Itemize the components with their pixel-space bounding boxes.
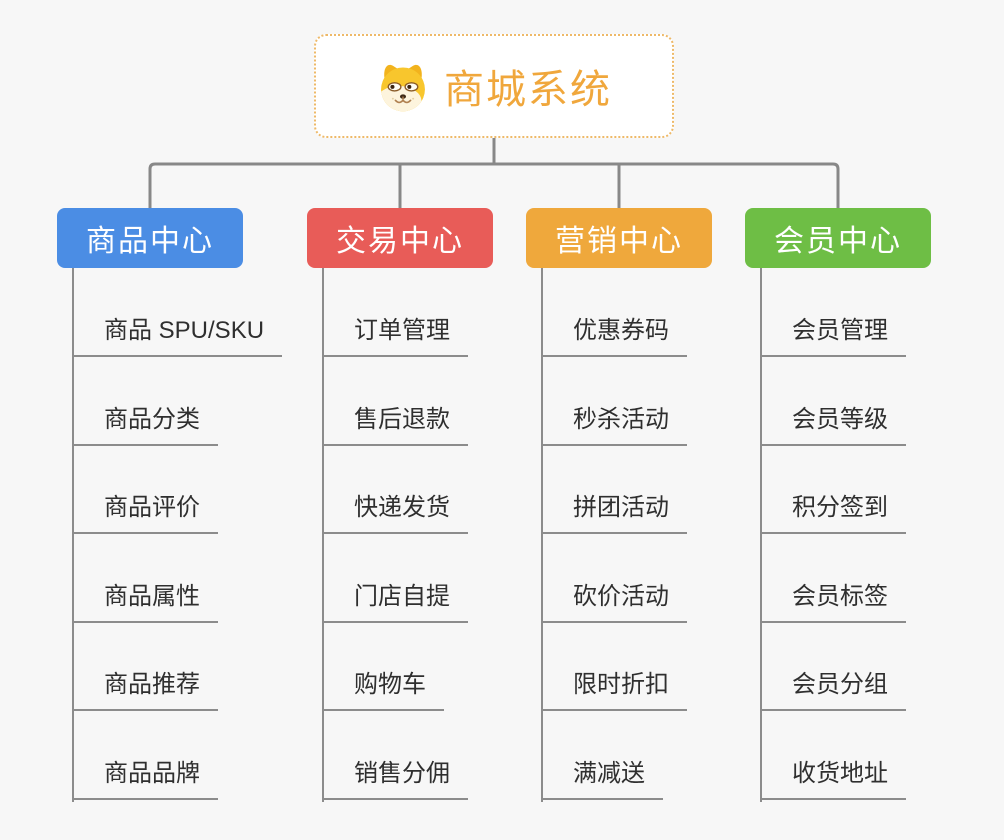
branch-trunk-line bbox=[541, 268, 543, 802]
leaf-node[interactable]: 商品属性 bbox=[73, 579, 218, 623]
branch-label: 营销中心 bbox=[555, 225, 683, 258]
leaf-node[interactable]: 收货地址 bbox=[761, 756, 906, 800]
leaf-node[interactable]: 满减送 bbox=[542, 756, 663, 800]
leaf-node[interactable]: 订单管理 bbox=[323, 313, 468, 357]
leaf-node[interactable]: 会员分组 bbox=[761, 667, 906, 712]
leaf-node[interactable]: 限时折扣 bbox=[542, 667, 687, 712]
leaf-node[interactable]: 售后退款 bbox=[323, 402, 468, 446]
branch-label: 会员中心 bbox=[774, 225, 902, 258]
leaf-node[interactable]: 商品推荐 bbox=[73, 667, 218, 712]
leaf-node[interactable]: 会员等级 bbox=[761, 402, 906, 446]
leaf-node[interactable]: 秒杀活动 bbox=[542, 402, 687, 446]
leaf-node[interactable]: 商品品牌 bbox=[73, 756, 218, 800]
leaf-node[interactable]: 优惠券码 bbox=[542, 313, 687, 357]
branch-node-3[interactable]: 会员中心 bbox=[745, 208, 931, 268]
leaf-node[interactable]: 快递发货 bbox=[323, 490, 468, 535]
leaf-node[interactable]: 会员标签 bbox=[761, 579, 906, 623]
leaf-node[interactable]: 商品评价 bbox=[73, 490, 218, 535]
leaf-node[interactable]: 会员管理 bbox=[761, 313, 906, 357]
leaf-node[interactable]: 销售分佣 bbox=[323, 756, 468, 800]
dog-icon bbox=[376, 59, 430, 113]
leaf-node[interactable]: 门店自提 bbox=[323, 579, 468, 623]
branch-node-2[interactable]: 营销中心 bbox=[526, 208, 712, 268]
branch-node-1[interactable]: 交易中心 bbox=[307, 208, 493, 268]
branch-label: 交易中心 bbox=[336, 225, 464, 258]
leaf-node[interactable]: 商品 SPU/SKU bbox=[73, 313, 283, 357]
root-title: 商城系统 bbox=[444, 68, 612, 112]
branch-trunk-line bbox=[72, 268, 74, 802]
leaf-node[interactable]: 购物车 bbox=[323, 667, 444, 712]
root-node[interactable]: 商城系统 bbox=[314, 34, 674, 138]
branch-trunk-line bbox=[760, 268, 762, 802]
branch-label: 商品中心 bbox=[86, 225, 214, 258]
leaf-node[interactable]: 拼团活动 bbox=[542, 490, 687, 535]
branch-node-0[interactable]: 商品中心 bbox=[57, 208, 243, 268]
leaf-node[interactable]: 砍价活动 bbox=[542, 579, 687, 623]
branch-trunk-line bbox=[322, 268, 324, 802]
leaf-node[interactable]: 积分签到 bbox=[761, 490, 906, 535]
leaf-node[interactable]: 商品分类 bbox=[73, 402, 218, 446]
branch-bracket-line bbox=[148, 162, 840, 210]
